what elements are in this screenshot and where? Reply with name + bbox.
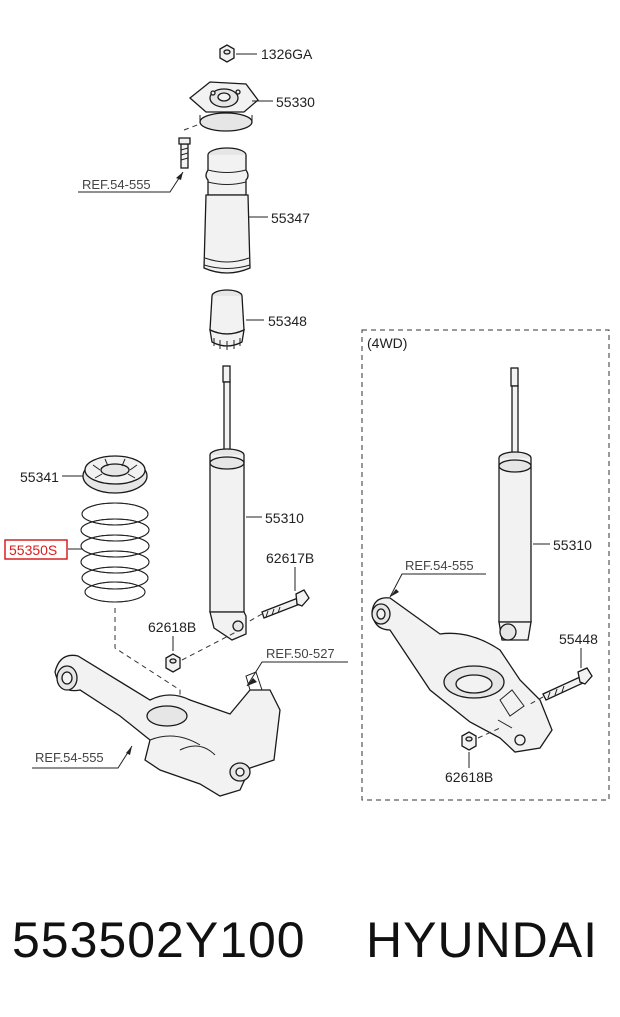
ref-arm: REF.54-555 <box>35 750 104 765</box>
inset-bolt <box>542 667 593 701</box>
footer: 553502Y100 HYUNDAI <box>0 900 620 980</box>
inset-shock-absorber <box>498 367 532 641</box>
label-bumper: 55348 <box>268 313 307 329</box>
lower-nut <box>165 653 181 673</box>
label-nut: 1326GA <box>261 46 313 62</box>
lower-bolt <box>261 589 310 619</box>
label-dust-cover: 55347 <box>271 210 310 226</box>
inset-4wd-frame <box>361 329 610 801</box>
spring-highlight-box <box>4 539 68 560</box>
inset-label-shock: 55310 <box>553 537 592 553</box>
bump-stopper <box>209 289 245 350</box>
top-nut <box>219 44 235 63</box>
spring-pad <box>82 455 148 494</box>
brand-name: HYUNDAI <box>366 912 599 968</box>
inset-label-nut: 62618B <box>445 769 493 785</box>
label-spring-pad: 55341 <box>20 469 59 485</box>
mount-bolt <box>178 137 191 169</box>
strut-mount <box>188 81 259 132</box>
shock-absorber <box>209 365 247 641</box>
ref-bolt: REF.54-555 <box>82 177 151 192</box>
label-spring[interactable]: 55350S <box>9 542 57 558</box>
inset-ref-arm: REF.54-555 <box>405 558 474 573</box>
label-shock: 55310 <box>265 510 304 526</box>
parts-diagram: 1326GA 55330 REF.54-555 55347 55348 <box>4 44 610 801</box>
coil-spring <box>80 502 150 603</box>
dust-cover <box>203 147 251 274</box>
label-bolt: 62617B <box>266 550 314 566</box>
inset-lower-arm <box>371 597 553 753</box>
label-mount: 55330 <box>276 94 315 110</box>
lower-control-arm <box>54 654 281 797</box>
part-number: 553502Y100 <box>12 912 306 968</box>
inset-nut <box>461 731 477 751</box>
inset-title: (4WD) <box>367 335 407 351</box>
inset-label-bolt: 55448 <box>559 631 598 647</box>
label-nut-lower: 62618B <box>148 619 196 635</box>
ref-knuckle: REF.50-527 <box>266 646 335 661</box>
